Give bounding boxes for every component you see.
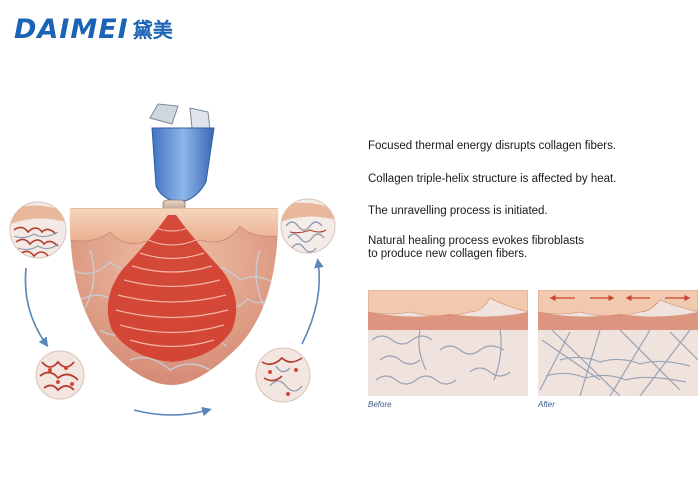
brand-logo: DAIMEI 黛美 xyxy=(14,14,173,46)
inset-collagen-heated xyxy=(35,350,85,400)
before-panel xyxy=(368,290,528,396)
statement-thermal-energy: Focused thermal energy disrupts collagen… xyxy=(368,140,617,152)
inset-collagen-intact xyxy=(9,201,67,259)
arrow-right-up xyxy=(301,258,324,345)
inset-collagen-unravelling xyxy=(255,347,311,403)
after-panel xyxy=(538,290,698,396)
inset-collagen-recovered xyxy=(280,198,336,254)
before-caption: Before xyxy=(368,400,392,409)
cycle-arrows xyxy=(24,258,324,417)
skin-cross-section xyxy=(69,208,279,385)
probe-handpiece xyxy=(149,103,215,213)
arrow-bottom-right xyxy=(133,406,212,417)
statement-healing-line2: to produce new collagen fibers. xyxy=(368,248,528,260)
brand-logo-latin: DAIMEI xyxy=(14,14,129,45)
after-caption: After xyxy=(538,400,555,409)
arrow-left-down xyxy=(24,267,49,348)
brand-logo-cjk: 黛美 xyxy=(132,18,173,42)
statement-unravelling: The unravelling process is initiated. xyxy=(368,205,548,217)
statement-healing-line1: Natural healing process evokes fibroblas… xyxy=(368,235,585,247)
statement-triple-helix: Collagen triple-helix structure is affec… xyxy=(368,173,617,185)
